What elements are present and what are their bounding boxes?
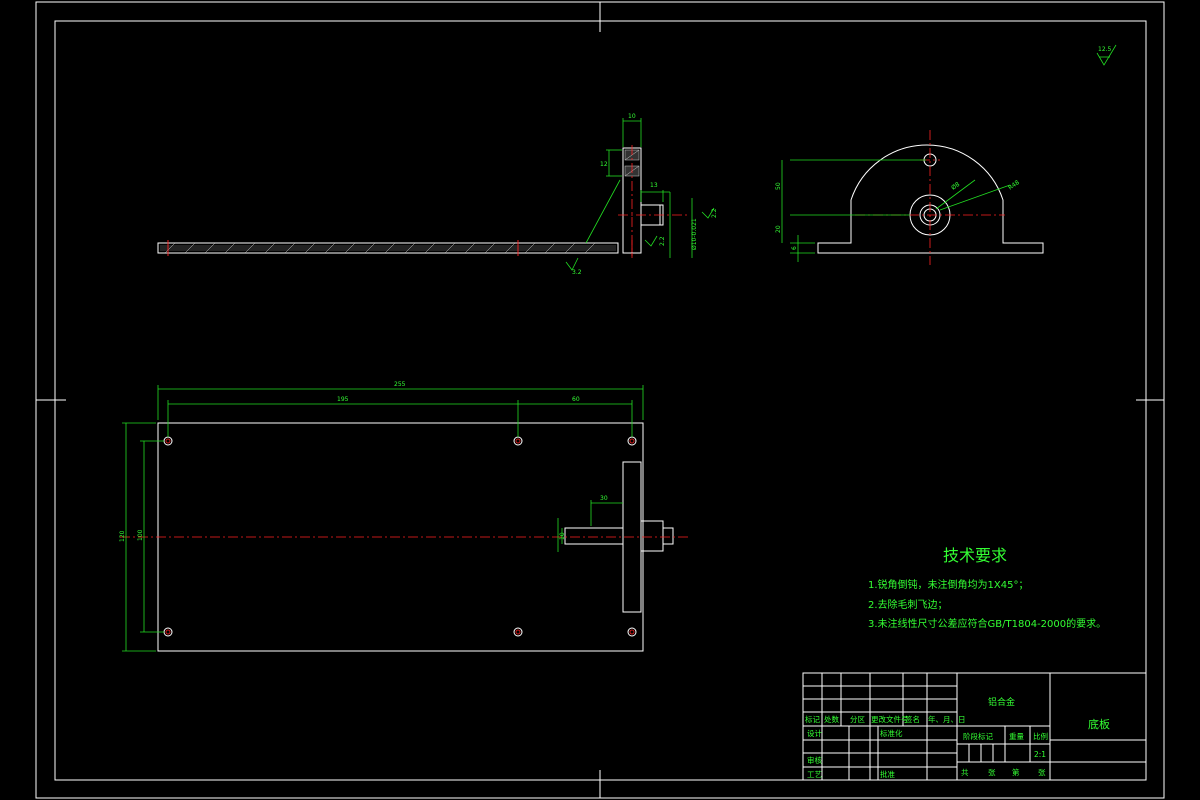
tb-scale-value: 2:1 bbox=[1034, 750, 1046, 759]
tb-h-count: 处数 bbox=[824, 714, 839, 724]
dim-overall-width: 120 bbox=[119, 530, 126, 542]
dim-shaft-length: 30 bbox=[600, 495, 608, 502]
dim-height-upper: 50 bbox=[775, 182, 782, 190]
tb-approve: 批准 bbox=[880, 769, 895, 779]
notes-title: 技术要求 bbox=[943, 546, 1007, 565]
tb-h-date: 年、月、日 bbox=[928, 714, 966, 724]
tb-sheet-no: 第 bbox=[1012, 767, 1020, 777]
tb-part-name: 底板 bbox=[1088, 717, 1110, 731]
tb-material: 铝合金 bbox=[988, 696, 1015, 708]
dim-height-lower: 20 bbox=[775, 225, 782, 233]
general-roughness-symbol: 12.5 bbox=[1096, 44, 1117, 66]
title-block: 标记 处数 分区 更改文件号 签名 年、月、日 设计 标准化 审核 工艺 批准 … bbox=[802, 672, 1147, 781]
tb-h-zone: 分区 bbox=[850, 715, 865, 724]
dim-overall-length: 255 bbox=[394, 381, 406, 388]
plan-view: 255 195 60 120 100 30 10 bbox=[119, 381, 690, 652]
dim-hole-spacing-b: 60 bbox=[572, 396, 580, 403]
dim-bore-dia: Ø10-0.021 bbox=[691, 218, 698, 250]
dim-shaft-dia: 10 bbox=[559, 532, 566, 540]
mounting-holes bbox=[163, 436, 637, 637]
dim-hole-spacing-c: 100 bbox=[137, 529, 144, 541]
dim-slot-height: 12 bbox=[600, 161, 608, 168]
technical-notes: 技术要求 1.锐角倒钝，未注倒角均为1X45°； 2.去除毛刺飞边； 3.未注线… bbox=[868, 546, 1106, 630]
tb-stage-mark: 阶段标记 bbox=[963, 731, 993, 741]
side-view: 50 20 6 Ø8 R48 bbox=[775, 130, 1044, 265]
tb-process: 工艺 bbox=[807, 770, 822, 779]
tb-h-sign: 签名 bbox=[905, 714, 920, 724]
general-roughness-value: 12.5 bbox=[1098, 46, 1112, 53]
dim-hole-dia: Ø8 bbox=[950, 181, 961, 192]
dim-hole-spacing-a: 195 bbox=[337, 396, 349, 403]
dim-radius: R48 bbox=[1007, 179, 1021, 192]
weld-symbol-b: 2.2 bbox=[659, 236, 666, 246]
note-item-2: 2.去除毛刺飞边； bbox=[868, 598, 948, 611]
tb-standardize: 标准化 bbox=[880, 728, 903, 738]
tb-h-mark: 标记 bbox=[805, 714, 820, 724]
dim-thickness: 10 bbox=[628, 113, 636, 120]
tb-review: 审核 bbox=[807, 755, 822, 765]
tb-design: 设计 bbox=[807, 728, 822, 738]
weld-symbol-a: 2.2 bbox=[711, 208, 718, 218]
tb-sheets-unit: 张 bbox=[988, 768, 996, 777]
tb-h-doc: 更改文件号 bbox=[871, 714, 909, 724]
tb-sheet-unit: 张 bbox=[1038, 768, 1046, 777]
tb-sheets-total: 共 bbox=[961, 768, 969, 777]
note-item-1: 1.锐角倒钝，未注倒角均为1X45°； bbox=[868, 578, 1028, 591]
dim-boss-length: 13 bbox=[650, 182, 658, 189]
note-item-3: 3.未注线性尺寸公差应符合GB/T1804-2000的要求。 bbox=[868, 617, 1106, 630]
tb-scale-label: 比例 bbox=[1033, 731, 1048, 741]
tb-weight: 重量 bbox=[1009, 732, 1025, 741]
front-view: 10 12 13 Ø10-0.021 2.2 2.2 3.2 bbox=[157, 113, 718, 276]
sheet-border bbox=[35, 1, 1165, 799]
dim-base-thk: 6 bbox=[791, 246, 798, 250]
roughness-base: 3.2 bbox=[572, 269, 582, 276]
